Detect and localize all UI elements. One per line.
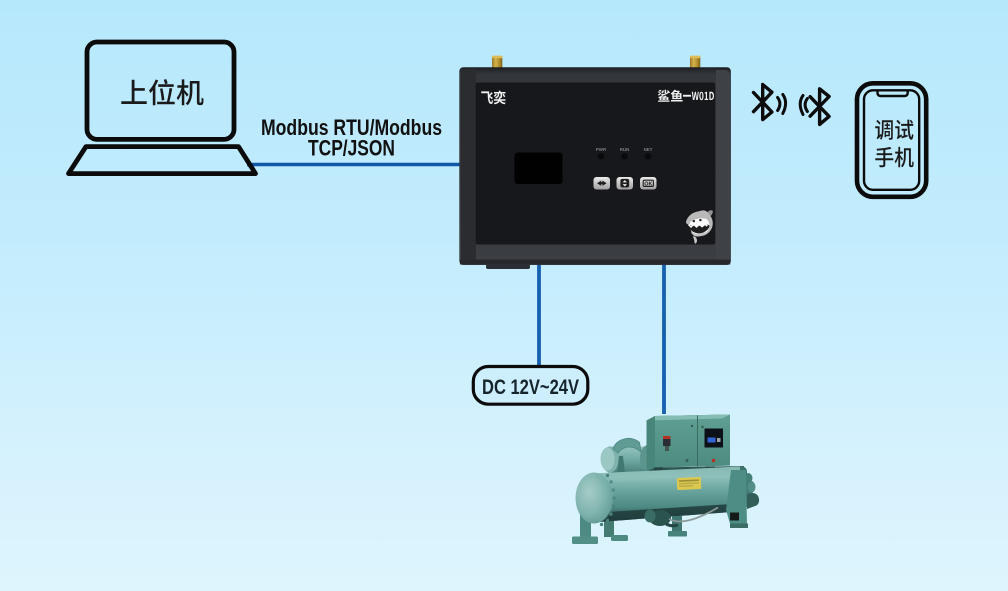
svg-text:PWR: PWR (596, 147, 607, 152)
svg-text:DC 12V~24V: DC 12V~24V (482, 375, 580, 399)
svg-text:RUN: RUN (620, 147, 630, 152)
svg-text:Modbus RTU/Modbus: Modbus RTU/Modbus (261, 115, 442, 140)
svg-text:OK: OK (644, 182, 652, 188)
svg-text:TCP/JSON: TCP/JSON (308, 135, 395, 160)
svg-text:NET: NET (644, 147, 653, 152)
